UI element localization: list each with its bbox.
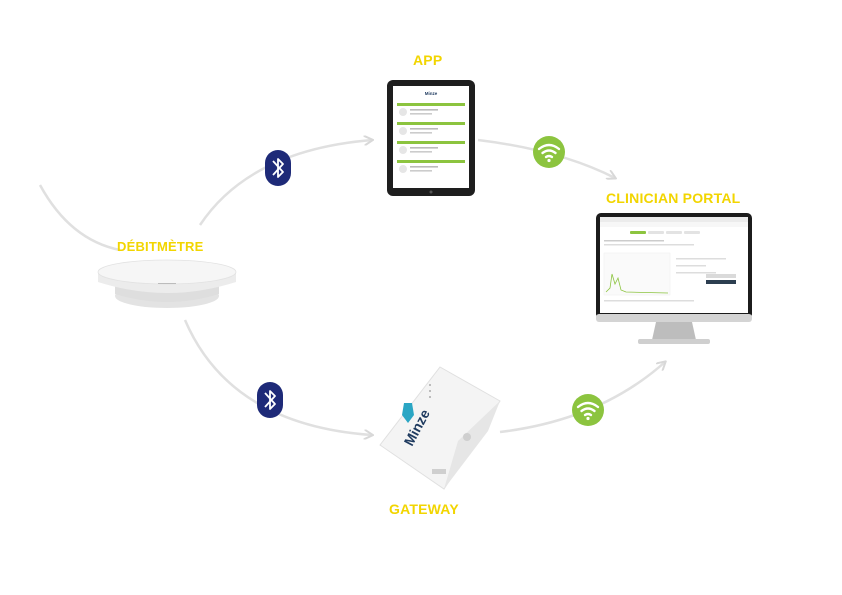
wifi-icon <box>533 136 565 168</box>
label-gateway: GATEWAY <box>389 501 459 517</box>
label-app: APP <box>413 52 443 68</box>
bluetooth-icon <box>257 382 283 418</box>
label-clinician-portal: CLINICIAN PORTAL <box>606 190 741 206</box>
gateway-device-image: Minze <box>379 366 501 490</box>
label-flowmeter: DÉBITMÈTRE <box>117 239 204 254</box>
connector-flowmeter-to-gateway <box>183 319 372 435</box>
connector-left-arc <box>38 184 121 252</box>
monitor-portal-image <box>596 213 752 344</box>
tablet-app-image: Minze <box>387 80 475 196</box>
app-list <box>397 103 465 173</box>
bluetooth-icon <box>265 150 291 186</box>
app-brand: Minze <box>425 91 438 96</box>
flowmeter-device-image <box>97 259 237 308</box>
wifi-icon <box>572 394 604 426</box>
